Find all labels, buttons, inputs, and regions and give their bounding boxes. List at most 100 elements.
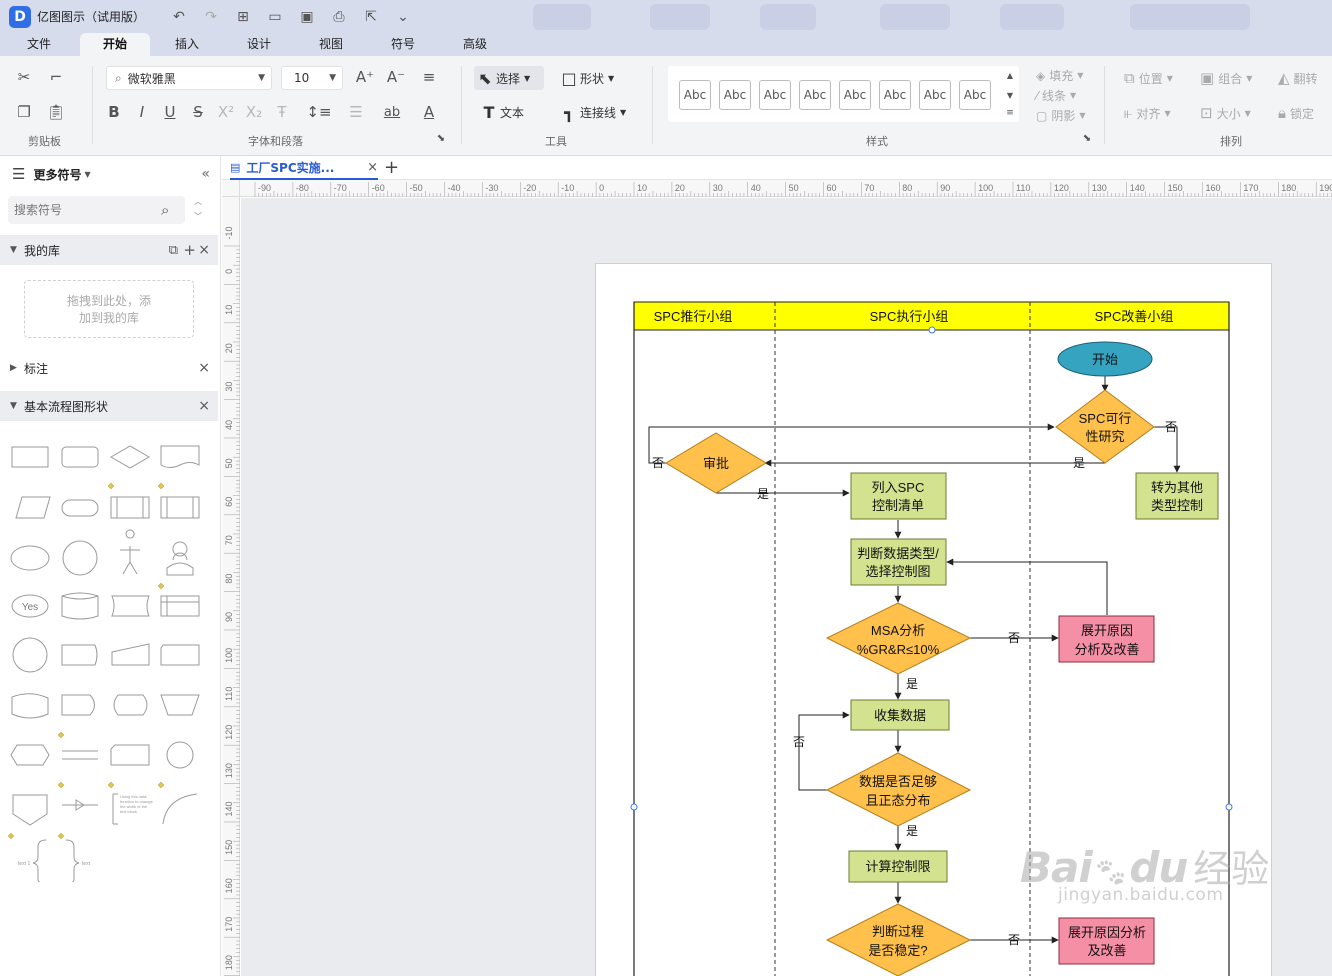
shape-direct-data[interactable] — [61, 644, 98, 666]
node-start[interactable] — [1057, 341, 1153, 377]
underline-icon[interactable]: U — [164, 103, 176, 121]
shape-tape[interactable] — [11, 693, 49, 719]
superscript-icon[interactable]: X² — [217, 103, 235, 121]
line-button[interactable]: ⁄线条▼ — [1036, 87, 1076, 104]
font-color-icon[interactable]: A — [423, 103, 435, 121]
font-grow-icon[interactable]: A⁺ — [355, 68, 375, 86]
shape-cylinder[interactable] — [61, 592, 99, 620]
cross-functional-flowchart[interactable]: SPC推行小组 SPC执行小组 SPC改善小组 — [241, 198, 1332, 976]
selection-handle[interactable] — [630, 803, 638, 811]
node-calc-limits[interactable] — [848, 850, 948, 883]
group-button[interactable]: ▣组合▼ — [1200, 69, 1252, 87]
section-annotation[interactable]: ▶ 标注 × — [0, 353, 218, 383]
paste-icon[interactable]: 📋︎ — [46, 103, 66, 121]
section-basic-flowchart[interactable]: ▼ 基本流程图形状 × — [0, 391, 218, 421]
style-swatch[interactable]: Abc — [919, 80, 951, 110]
shadow-button[interactable]: ▢阴影▼ — [1036, 107, 1086, 124]
font-shrink-icon[interactable]: A⁻ — [386, 68, 406, 86]
import-icon[interactable]: ⧉ — [168, 242, 178, 258]
shape-manual-operation[interactable] — [160, 694, 200, 716]
more-symbols-title[interactable]: 更多符号 — [33, 167, 82, 182]
shape-delay[interactable] — [61, 694, 95, 716]
line-spacing-icon[interactable]: ↕≡ — [306, 103, 332, 121]
node-collect-data[interactable] — [850, 699, 950, 731]
shape-tool-button[interactable]: □ 形状 ▼ — [558, 66, 626, 90]
style-swatch[interactable]: Abc — [679, 80, 711, 110]
node-judge-data-type[interactable] — [850, 538, 947, 586]
search-icon[interactable]: ⌕ — [161, 201, 170, 219]
shape-user[interactable] — [166, 541, 194, 576]
shape-brace-right[interactable] — [65, 839, 80, 882]
style-swatch[interactable]: Abc — [959, 80, 991, 110]
chevron-up-icon[interactable]: ︿ — [194, 197, 202, 206]
shape-actor[interactable] — [120, 529, 140, 575]
fill-button[interactable]: ◈填充▼ — [1036, 67, 1083, 84]
text-background-icon[interactable]: ab — [383, 104, 401, 120]
close-icon[interactable]: × — [198, 398, 210, 414]
node-other-control[interactable] — [1135, 472, 1219, 520]
chevron-down-icon[interactable]: ﹀ — [194, 212, 202, 221]
style-swatch[interactable]: Abc — [839, 80, 871, 110]
text-case-icon[interactable]: Ŧ — [277, 103, 287, 121]
node-data-enough[interactable] — [825, 752, 972, 827]
node-list-spc[interactable] — [850, 472, 947, 520]
shape-brace-left[interactable] — [32, 839, 47, 882]
shape-off-page[interactable] — [110, 744, 150, 766]
tab-advanced[interactable]: 高级 — [462, 37, 487, 51]
align-button[interactable]: ⫦对齐▼ — [1124, 104, 1171, 122]
select-tool-button[interactable]: ⬉ 选择 ▼ — [474, 66, 544, 90]
connector-check-no[interactable] — [798, 711, 850, 791]
position-button[interactable]: ⧉位置▼ — [1124, 69, 1173, 87]
shape-data[interactable] — [15, 496, 51, 519]
shape-card[interactable] — [160, 644, 200, 666]
new-tab-icon[interactable]: + — [384, 157, 400, 178]
shape-ellipse[interactable] — [10, 545, 50, 571]
library-drop-area[interactable]: 拖拽到此处，添 加到我的库 — [24, 280, 194, 338]
flip-button[interactable]: ◭翻转 — [1278, 69, 1318, 87]
size-button[interactable]: ⊡大小▼ — [1200, 104, 1251, 122]
font-size-select[interactable]: 10 ▼ — [281, 66, 343, 90]
connector-tool-button[interactable]: ┓ 连接线 ▼ — [558, 100, 636, 124]
node-msa[interactable] — [825, 602, 972, 675]
undo-icon[interactable]: ↶ — [173, 8, 185, 25]
selection-handle[interactable] — [1225, 803, 1233, 811]
shape-terminator[interactable] — [61, 499, 99, 517]
collapse-panel-icon[interactable]: « — [201, 166, 210, 182]
expand-dialog-icon[interactable]: ⬊ — [436, 132, 446, 144]
node-cause-analysis[interactable] — [1058, 615, 1155, 663]
node-cause-analysis-2[interactable] — [1058, 917, 1155, 965]
symbol-search-input[interactable] — [8, 196, 185, 224]
swimlane-header[interactable] — [633, 301, 1230, 331]
shape-flow-line[interactable] — [62, 799, 98, 811]
italic-icon[interactable]: I — [139, 103, 145, 121]
shape-predefined-process[interactable] — [110, 496, 150, 519]
shape-arc[interactable] — [162, 793, 198, 825]
tab-file[interactable]: 文件 — [26, 37, 51, 51]
shape-card-list[interactable] — [160, 595, 200, 617]
tab-design[interactable]: 设计 — [246, 37, 271, 51]
shape-internal-storage[interactable] — [160, 496, 200, 519]
chevron-down-icon[interactable]: ▼ — [84, 169, 91, 179]
shape-yes-bubble[interactable] — [11, 594, 49, 618]
shape-sequential-data[interactable] — [12, 637, 48, 673]
selection-handle[interactable] — [928, 326, 936, 334]
tab-home[interactable]: 开始 — [80, 33, 150, 56]
lock-button[interactable]: 🔒︎锁定 — [1278, 104, 1314, 122]
align-text-icon[interactable]: ≡ — [422, 68, 436, 86]
node-feasibility[interactable] — [1055, 389, 1155, 464]
connector-approve-no[interactable] — [648, 423, 1055, 464]
style-swatch[interactable]: Abc — [719, 80, 751, 110]
new-icon[interactable]: ⊞ — [237, 8, 249, 25]
gallery-down-icon[interactable]: ▼ — [1006, 90, 1014, 100]
open-icon[interactable]: ▭ — [268, 8, 282, 25]
format-painter-icon[interactable]: ⌐ — [49, 68, 63, 86]
section-my-library[interactable]: ▼ 我的库 ⧉ + × — [0, 235, 218, 265]
export-icon[interactable]: ⇱ — [365, 8, 377, 25]
font-family-select[interactable]: ⌕ 微软雅黑 ▼ — [106, 66, 272, 90]
style-swatch[interactable]: Abc — [799, 80, 831, 110]
shape-rounded-rectangle[interactable] — [61, 446, 99, 468]
close-tab-icon[interactable]: × — [367, 159, 378, 175]
copy-icon[interactable]: ❐ — [17, 103, 31, 121]
